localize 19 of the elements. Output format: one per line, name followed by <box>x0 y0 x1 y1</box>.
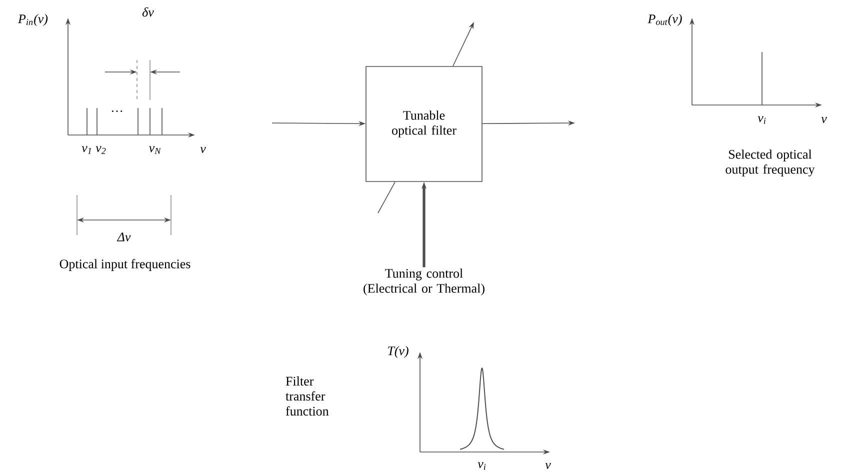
axis-label: ν$_{i}$ <box>478 462 486 470</box>
axis-label: ν$_{i}$ <box>758 116 766 124</box>
caption-text: Filter transfer function <box>286 376 329 416</box>
caption-text: Optical input frequencies <box>60 259 190 271</box>
axis-label: ν <box>821 116 827 124</box>
axis-label: P$_{in}$(ν) <box>18 14 48 26</box>
control-label: Tuning control (Electrical or Thermal) <box>364 268 484 296</box>
caption-text: Selected optical output frequency <box>726 150 815 176</box>
axis-label: ν <box>200 146 206 154</box>
axis-label: Δν <box>116 232 131 242</box>
axis-label: P$_{out}$(ν) <box>648 14 682 26</box>
filter-box: Tunable optical filter <box>366 66 482 182</box>
axis-label: ν$_{N}$ <box>149 146 162 154</box>
axis-label: T(ν) <box>388 346 408 358</box>
axis-label: ν$_{1}$ <box>82 146 91 154</box>
axis-label: δν <box>142 7 154 17</box>
axis-label: ν$_{2}$ <box>96 146 106 154</box>
axis-label: ν <box>545 462 551 470</box>
axis-label: ··· <box>112 110 122 112</box>
